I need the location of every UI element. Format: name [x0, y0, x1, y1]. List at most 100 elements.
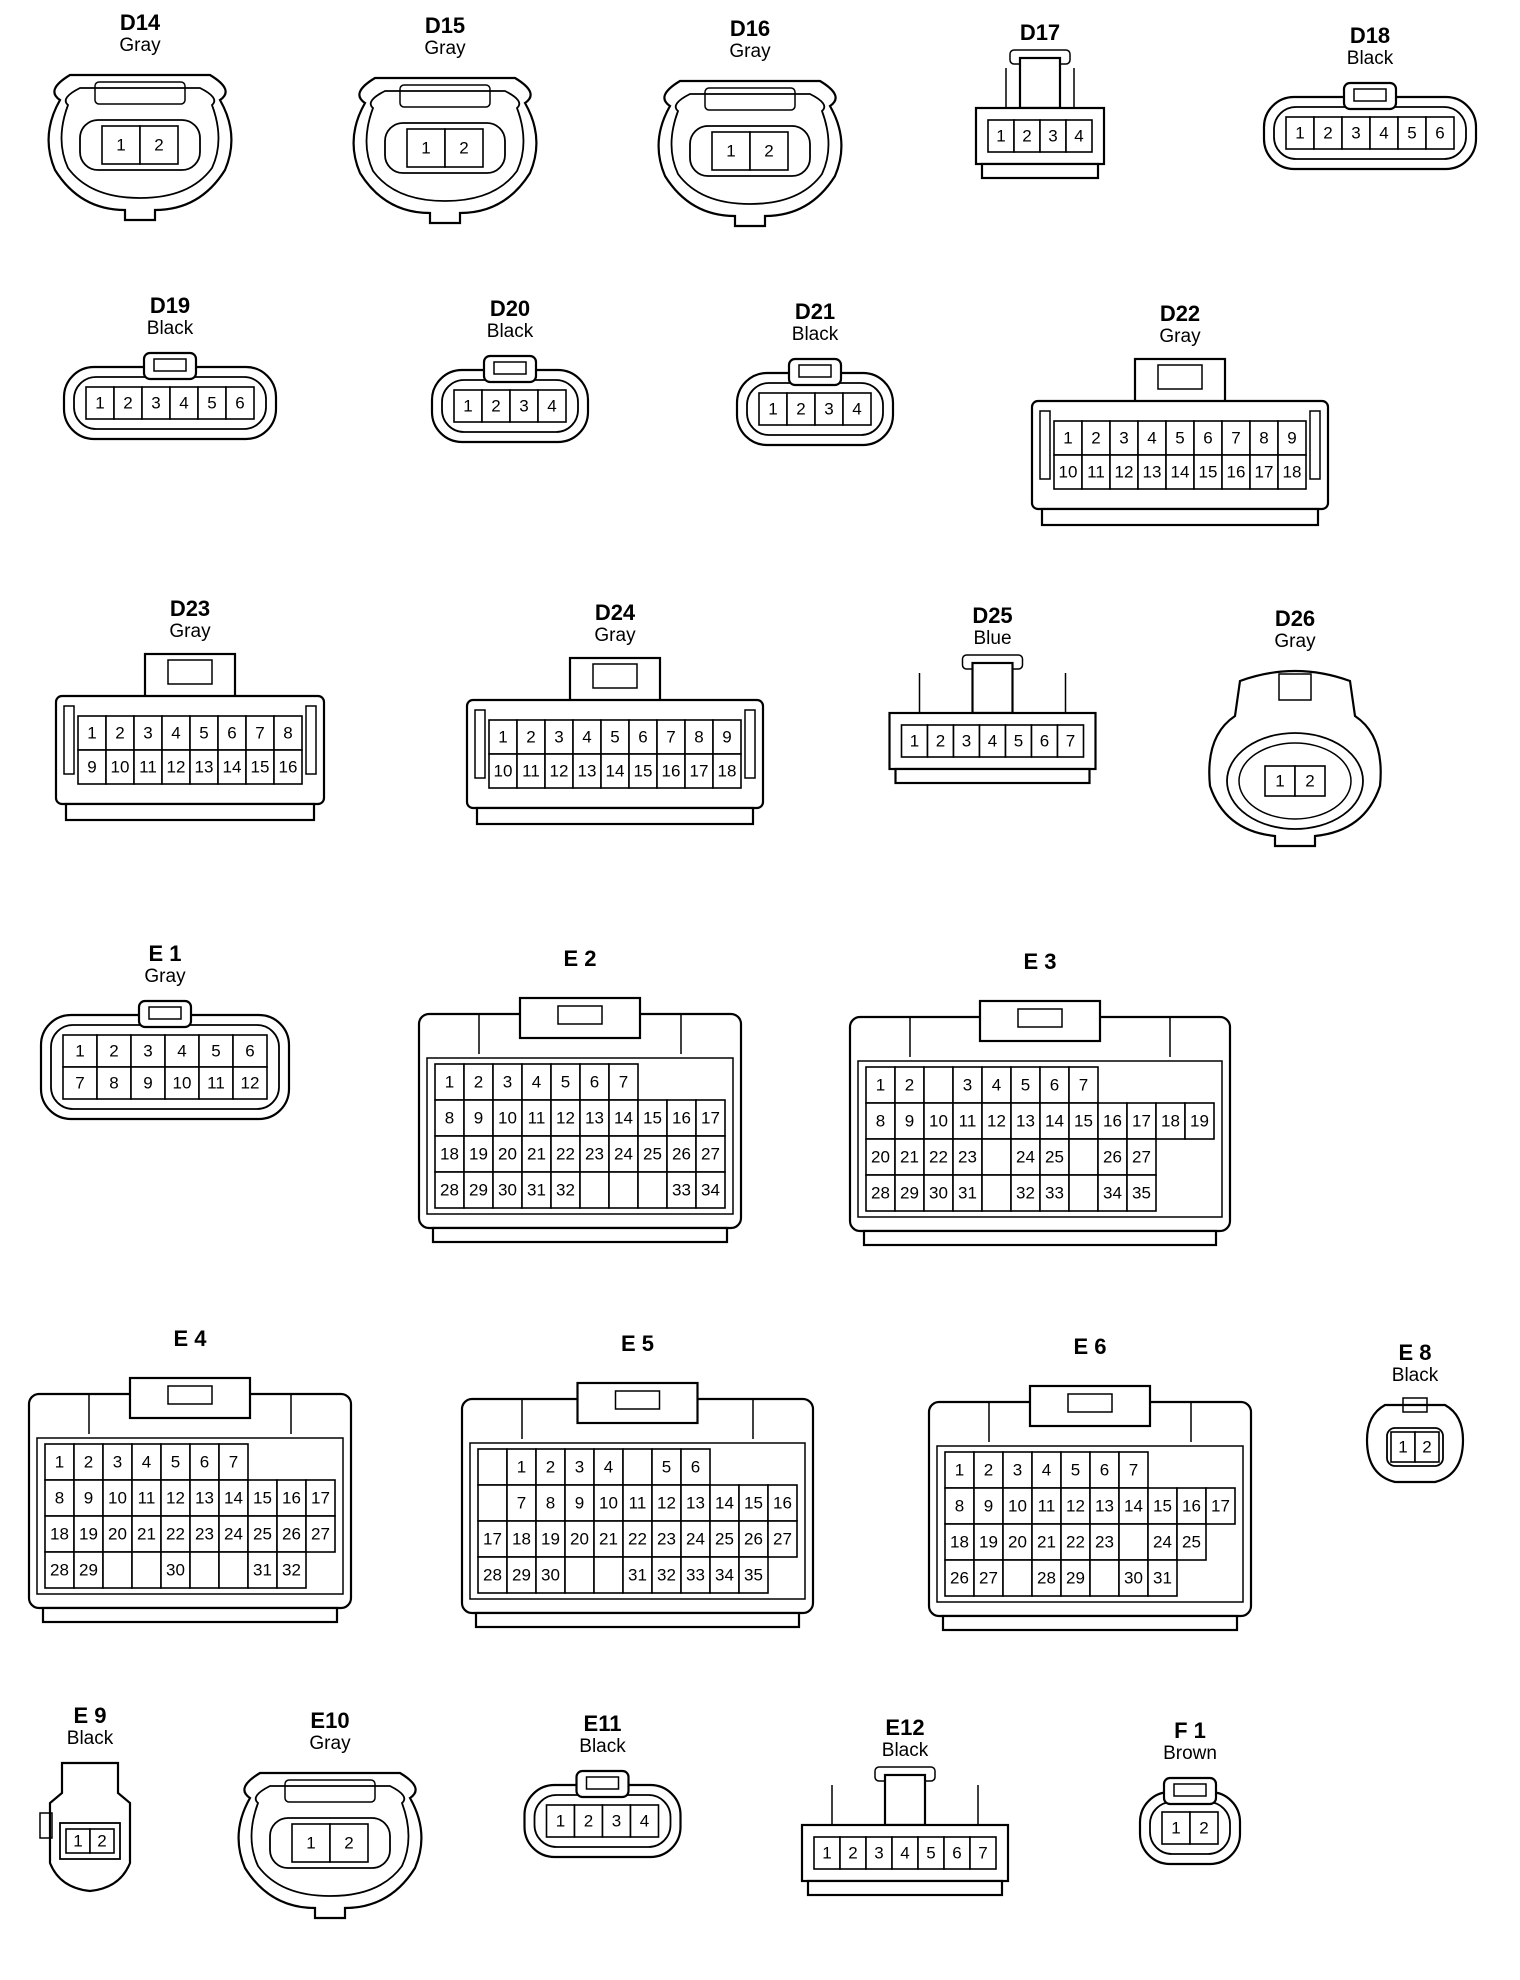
pin-number: 22	[628, 1530, 647, 1549]
pin-number: 2	[1022, 127, 1031, 146]
pin-number: 3	[575, 1458, 584, 1477]
pin-number: 1	[1063, 429, 1072, 448]
pin-number: 29	[1066, 1569, 1085, 1588]
pin-number: 7	[619, 1073, 628, 1092]
pin-cavity	[1031, 1523, 1062, 1561]
pin-number: 2	[584, 1812, 593, 1831]
pin-cavity	[535, 1556, 566, 1594]
pin-number: 10	[108, 1489, 127, 1508]
pin-cavity	[952, 1066, 983, 1104]
pin-cavity	[1081, 420, 1111, 456]
pin-number: 3	[143, 724, 152, 743]
pin-number: 24	[224, 1525, 243, 1544]
pin-number: 1	[822, 1844, 831, 1863]
pin-number: 17	[311, 1489, 330, 1508]
pin-cavity	[535, 1484, 566, 1522]
pin-number: 7	[75, 1074, 84, 1093]
pin-number: 14	[715, 1494, 734, 1513]
pin-cavity	[232, 1066, 268, 1100]
pin-number: 14	[1124, 1497, 1143, 1516]
pin-number: 16	[282, 1489, 301, 1508]
empty-cavity	[622, 1448, 653, 1486]
pin-cavity	[1221, 420, 1251, 456]
pin-cavity	[629, 1804, 660, 1838]
pin-cavity	[488, 719, 518, 755]
pin-cavity	[1205, 1487, 1236, 1525]
pin-number: 1	[73, 1832, 82, 1851]
pin-number: 5	[199, 724, 208, 743]
pin-number: 6	[1050, 1076, 1059, 1095]
pin-number: 29	[79, 1561, 98, 1580]
pin-number: 5	[1071, 1461, 1080, 1480]
pin-cavity	[666, 1171, 697, 1209]
pin-cavity	[579, 1135, 610, 1173]
pin-cavity	[894, 1102, 925, 1140]
pin-cavity	[1397, 116, 1427, 150]
pin-number: 7	[1066, 732, 1075, 751]
pin-number: 1	[1171, 1819, 1180, 1838]
pin-number: 1	[95, 394, 104, 413]
pin-number: 16	[773, 1494, 792, 1513]
pin-cavity	[952, 1138, 983, 1176]
pin-number: 11	[522, 762, 540, 781]
pin-cavity	[1118, 1559, 1149, 1597]
pin-cavity	[506, 1484, 537, 1522]
pin-cavity	[786, 392, 816, 426]
pin-number: 27	[979, 1569, 998, 1588]
pin-cavity	[900, 724, 929, 758]
pin-number: 12	[556, 1109, 575, 1128]
pin-number: 8	[55, 1489, 64, 1508]
pin-cavity	[952, 724, 981, 758]
pin-cavity	[521, 1063, 552, 1101]
pin-number: 5	[207, 394, 216, 413]
pin-number: 27	[701, 1145, 720, 1164]
connector-code: E10	[310, 1708, 350, 1733]
pin-number: 2	[1323, 124, 1332, 143]
empty-cavity	[1089, 1559, 1120, 1597]
pin-cavity	[1414, 1431, 1440, 1463]
pin-number: 15	[643, 1109, 662, 1128]
pin-cavity	[656, 753, 686, 789]
pin-cavity	[1313, 116, 1343, 150]
connector-code: D17	[1019, 20, 1061, 45]
pin-cavity	[444, 128, 484, 168]
pin-number: 9	[474, 1109, 483, 1128]
pin-number: 28	[440, 1181, 459, 1200]
pin-cavity	[637, 1099, 668, 1137]
pin-number: 21	[900, 1148, 919, 1167]
pin-number: 34	[1103, 1184, 1122, 1203]
pin-number: 10	[494, 762, 513, 781]
connector-code: F 1	[1174, 1718, 1206, 1743]
pin-number: 4	[852, 400, 861, 419]
pin-number: 25	[643, 1145, 662, 1164]
empty-cavity	[608, 1171, 639, 1209]
pin-number: 2	[84, 1453, 93, 1472]
pin-cavity	[891, 1836, 919, 1870]
pin-cavity	[1089, 1487, 1120, 1525]
pin-cavity	[600, 753, 630, 789]
pin-cavity	[189, 1443, 220, 1481]
pin-cavity	[160, 1443, 191, 1481]
pin-cavity	[232, 1034, 268, 1068]
pin-number: 2	[344, 1834, 353, 1853]
pin-number: 19	[979, 1533, 998, 1552]
pin-cavity	[1010, 1174, 1041, 1212]
pin-number: 4	[532, 1073, 541, 1092]
pin-cavity	[85, 386, 115, 420]
pin-number: 22	[1066, 1533, 1085, 1552]
pin-number: 21	[527, 1145, 546, 1164]
pin-number: 24	[1153, 1533, 1172, 1552]
pin-number: 4	[1042, 1461, 1051, 1480]
pin-number: 23	[657, 1530, 676, 1549]
pin-number: 25	[1045, 1148, 1064, 1167]
pin-number: 12	[241, 1074, 260, 1093]
pin-number: 8	[109, 1074, 118, 1093]
pin-number: 2	[905, 1076, 914, 1095]
pin-number: 27	[773, 1530, 792, 1549]
pin-number: 24	[1016, 1148, 1035, 1167]
pin-number: 6	[235, 394, 244, 413]
